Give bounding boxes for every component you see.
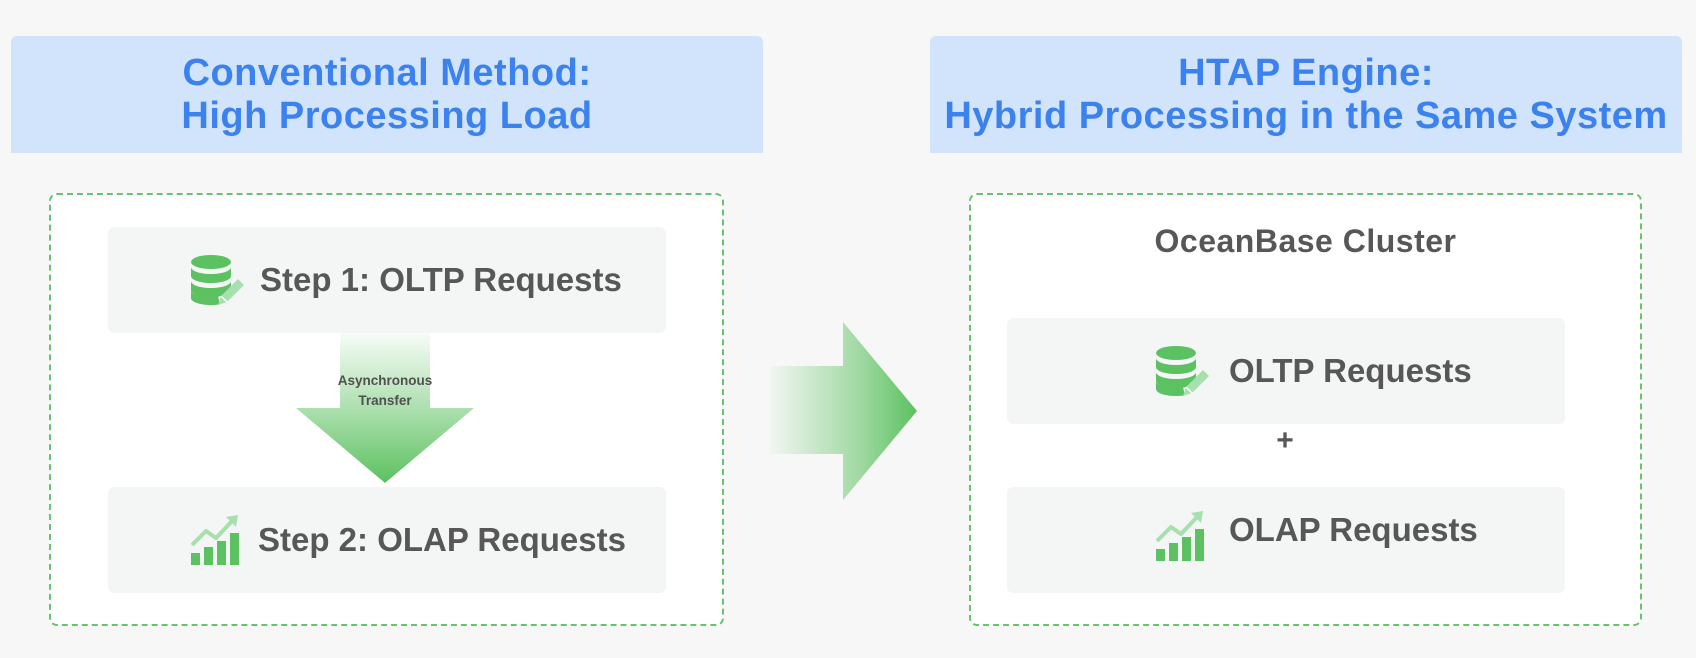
async-transfer-label: Asynchronous Transfer <box>330 371 440 411</box>
htap-engine-header: HTAP Engine: Hybrid Processing in the Sa… <box>930 36 1682 153</box>
oltp-requests-card: OLTP Requests <box>1007 318 1565 424</box>
step2-label: Step 2: OLAP Requests <box>258 521 626 558</box>
step1-label: Step 1: OLTP Requests <box>260 261 622 298</box>
olap-label: OLAP Requests <box>1229 511 1478 548</box>
bar-chart-trend-icon <box>1155 511 1204 561</box>
step1-oltp-card: Step 1: OLTP Requests <box>108 227 666 333</box>
step2-olap-card: Step 2: OLAP Requests <box>108 487 666 593</box>
cluster-title: OceanBase Cluster <box>1154 223 1457 259</box>
database-edit-icon <box>1156 346 1209 396</box>
bar-chart-trend-icon <box>190 515 239 565</box>
conventional-method-header: Conventional Method: High Processing Loa… <box>11 36 763 153</box>
oltp-label: OLTP Requests <box>1229 352 1472 389</box>
olap-requests-card: OLAP Requests <box>1007 487 1565 593</box>
right-arrow-shape <box>770 322 917 500</box>
down-arrow-shape <box>296 333 474 483</box>
header-line-1: HTAP Engine: <box>1178 51 1434 94</box>
transfer-label-line-1: Asynchronous <box>337 373 433 388</box>
header-line-2: Hybrid Processing in the Same System <box>944 94 1668 137</box>
plus-sign: + <box>1276 424 1294 457</box>
database-edit-icon <box>191 255 244 305</box>
transfer-label-line-2: Transfer <box>358 393 412 408</box>
header-line-2: High Processing Load <box>181 94 593 137</box>
header-line-1: Conventional Method: <box>182 51 592 94</box>
